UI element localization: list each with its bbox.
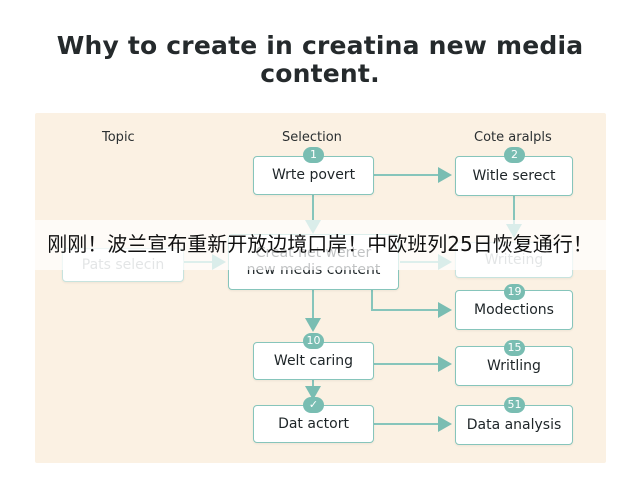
node-dat-actort: Dat actort	[253, 405, 374, 443]
overlay-banner	[0, 220, 640, 270]
overlay-banner-text: 刚刚！波兰宣布重新开放边境口岸！中欧班列25日恢复通行！	[47, 232, 593, 256]
node-write-povert: Wrte povert	[253, 156, 374, 195]
badge-2: 2	[504, 147, 525, 163]
column-header-topic: Topic	[102, 130, 135, 145]
diagram-title: Why to create in creatina new media cont…	[20, 32, 620, 88]
badge-10: 10	[303, 333, 324, 349]
column-header-selection: Selection	[282, 130, 342, 145]
badge-15: 15	[504, 340, 525, 356]
badge-51: 51	[504, 397, 525, 413]
check-icon: ✓	[303, 397, 324, 413]
title-line-1: Why to create in creatina new media	[56, 31, 584, 60]
column-header-analysis: Cote aralpls	[474, 130, 552, 145]
title-line-2: content.	[260, 59, 380, 88]
badge-1: 1	[303, 147, 324, 163]
badge-19: 19	[504, 284, 525, 300]
